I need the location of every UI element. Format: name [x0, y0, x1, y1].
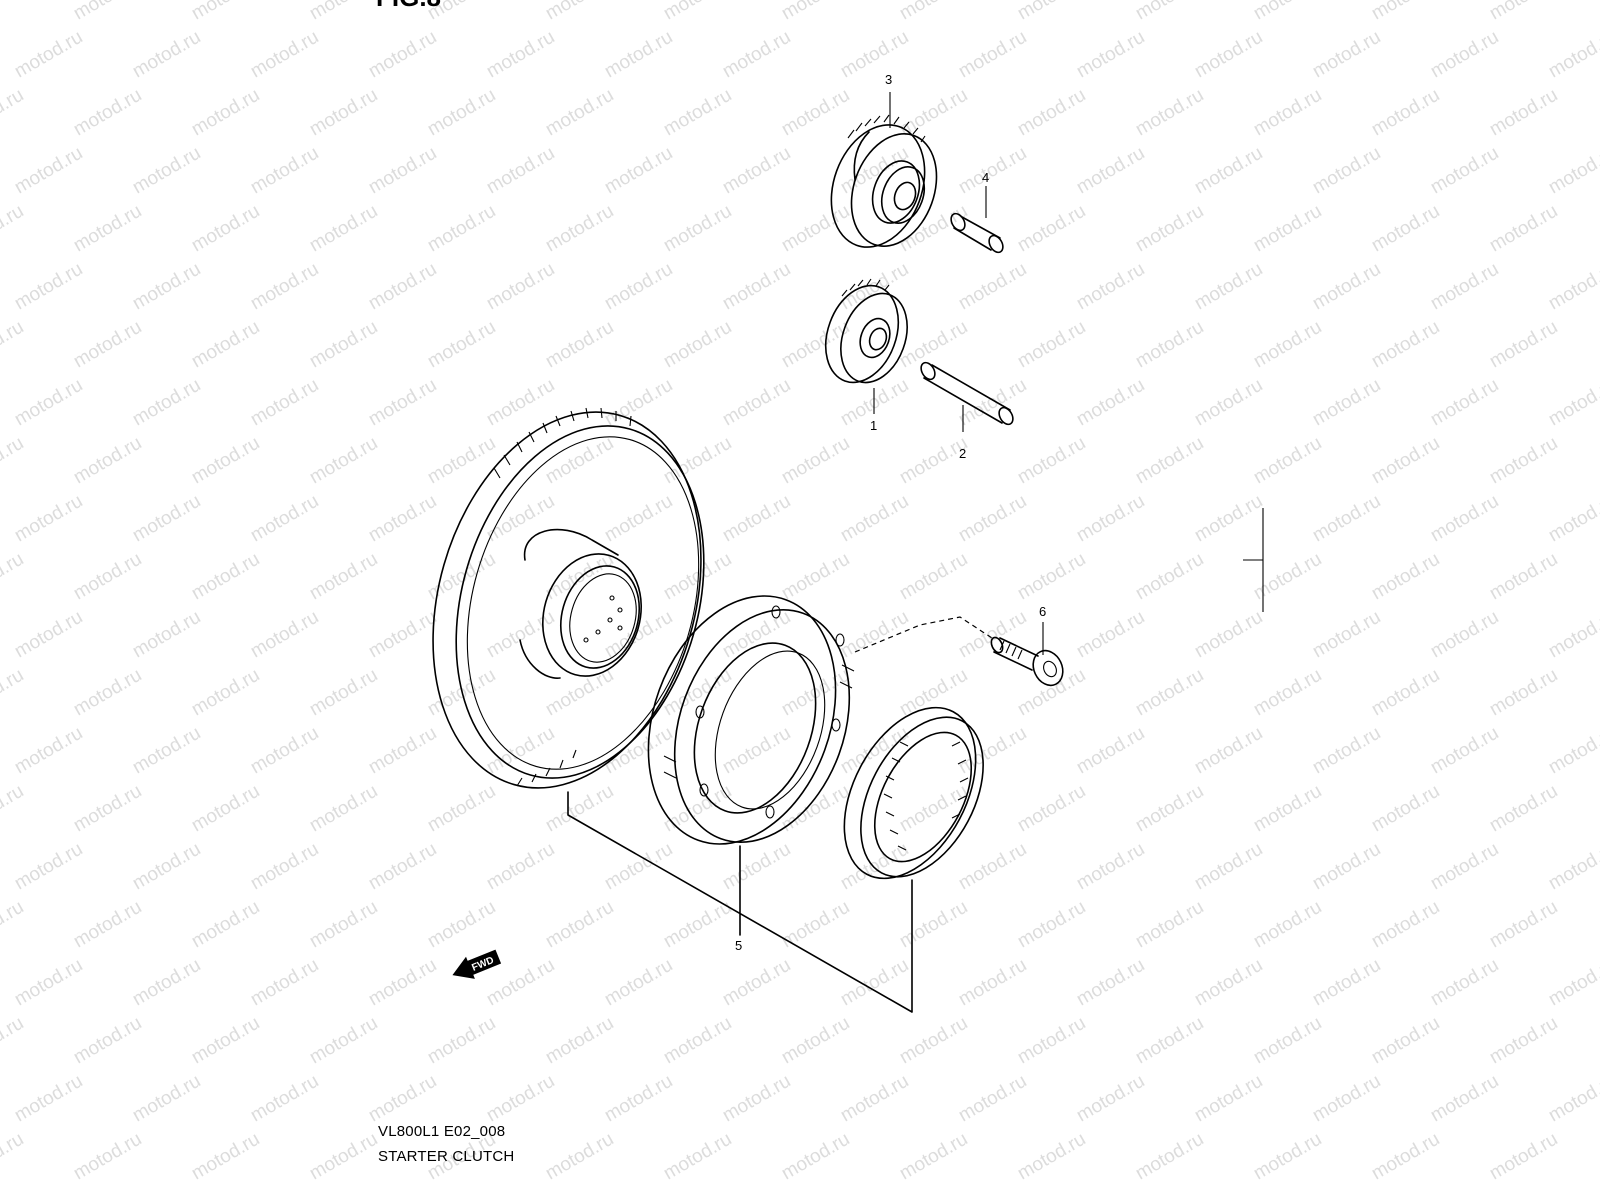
part-5-clutch-housing[interactable]: [616, 570, 881, 871]
diagram-code: VL800L1 E02_008: [378, 1123, 506, 1140]
part-4-short-shaft[interactable]: [948, 211, 1005, 255]
part-1-gear[interactable]: [813, 275, 919, 392]
starter-driven-gear[interactable]: [391, 380, 743, 820]
part-2-long-shaft[interactable]: [918, 360, 1015, 427]
figure-label: FIG.8: [376, 0, 441, 13]
bolt-guide-line: [854, 616, 996, 653]
assembly-bracket: [567, 791, 913, 1013]
part-6-bolt[interactable]: [989, 636, 1068, 691]
callout-3: 3: [885, 72, 892, 87]
callout-2: 2: [959, 446, 966, 461]
fwd-arrow-icon: FWD: [452, 949, 502, 979]
fwd-label: FWD: [470, 955, 495, 974]
callout-4: 4: [982, 170, 989, 185]
callout-1: 1: [870, 418, 877, 433]
callout-leaders: [739, 92, 1264, 935]
callout-6: 6: [1039, 604, 1046, 619]
callout-5: 5: [735, 938, 742, 953]
part-3-idle-gear[interactable]: [815, 112, 951, 260]
diagram-title: STARTER CLUTCH: [378, 1148, 515, 1165]
one-way-clutch-bearing[interactable]: [817, 685, 1008, 900]
